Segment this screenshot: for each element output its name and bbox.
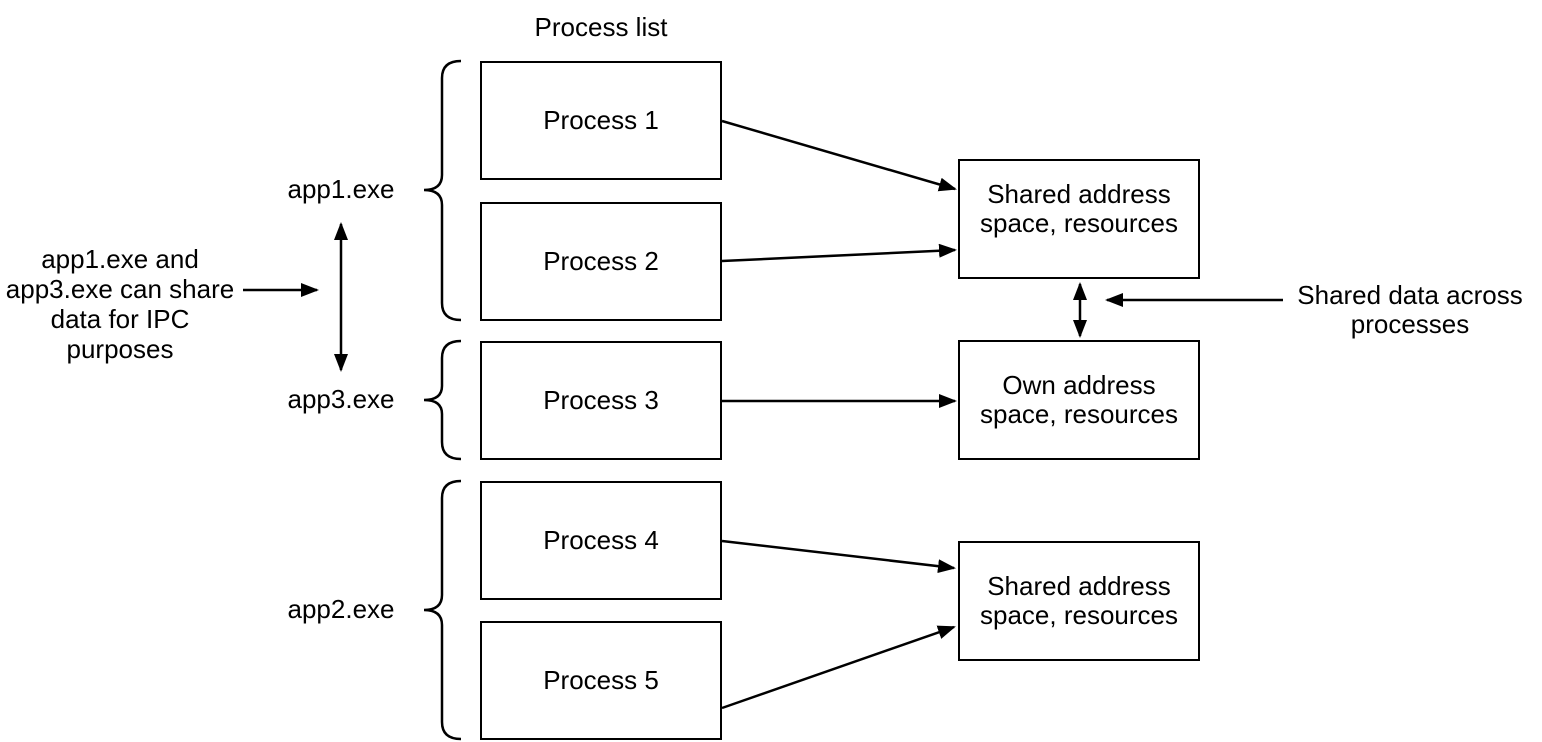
memory-box-shared-1-label: Shared address space, resources: [980, 179, 1178, 238]
memory-box-shared-2-label: Shared address space, resources: [980, 571, 1178, 630]
group-label-app1: app1.exe: [287, 174, 395, 204]
process-2-box: Process 2: [480, 202, 722, 321]
arrow-process4-to-shared2: [721, 539, 956, 574]
group-label-app3: app3.exe: [287, 384, 395, 414]
process-5-label: Process 5: [543, 665, 659, 695]
process-3-label: Process 3: [543, 385, 659, 415]
process-2-label: Process 2: [543, 246, 659, 276]
process-1-box: Process 1: [480, 61, 722, 180]
process-list-title: Process list: [534, 12, 668, 42]
brace-app2-group: [423, 479, 462, 741]
process-4-box: Process 4: [480, 481, 722, 600]
process-4-label: Process 4: [543, 525, 659, 555]
ipc-note: app1.exe and app3.exe can share data for…: [5, 244, 235, 364]
memory-box-shared-2: Shared address space, resources: [958, 541, 1200, 661]
process-1-label: Process 1: [543, 105, 659, 135]
brace-app3-group: [423, 339, 462, 461]
memory-box-own: Own address space, resources: [958, 340, 1200, 460]
arrow-process1-to-shared1: [721, 119, 957, 192]
brace-app1-group: [423, 59, 462, 322]
memory-box-own-label: Own address space, resources: [980, 370, 1178, 429]
process-5-box: Process 5: [480, 621, 722, 740]
process-3-box: Process 3: [480, 341, 722, 460]
arrow-process2-to-shared1: [721, 243, 957, 263]
group-label-app2: app2.exe: [287, 594, 395, 624]
memory-box-shared-1: Shared address space, resources: [958, 159, 1200, 279]
shared-data-note: Shared data across processes: [1297, 280, 1523, 339]
arrow-process5-to-shared2: [721, 625, 956, 710]
